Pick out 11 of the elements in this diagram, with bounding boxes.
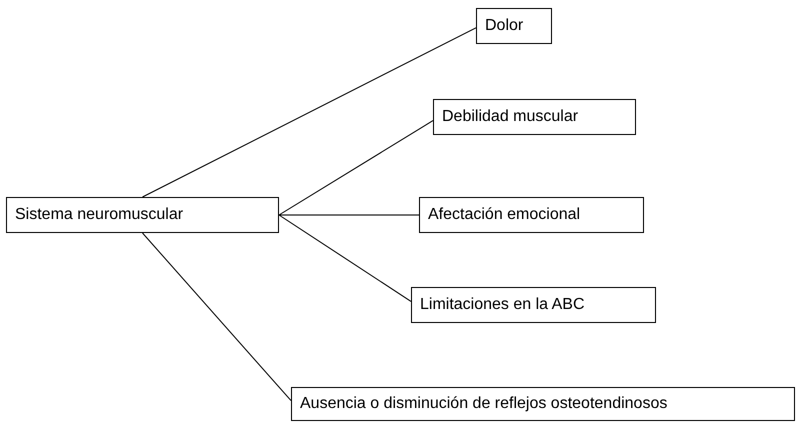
text-box: Debilidad muscular [433, 99, 636, 135]
connector-line [278, 214, 412, 302]
text-box: Dolor [476, 8, 552, 44]
connector-line [278, 214, 420, 216]
connector-line [278, 120, 434, 216]
connector-line [142, 27, 476, 198]
connector-line [142, 232, 292, 402]
text-box: Sistema neuromuscular [6, 197, 279, 233]
text-box: Limitaciones en la ABC [411, 287, 656, 323]
text-box: Ausencia o disminución de reflejos osteotendinosos [291, 387, 795, 421]
text-box: Afectación emocional [419, 197, 644, 233]
